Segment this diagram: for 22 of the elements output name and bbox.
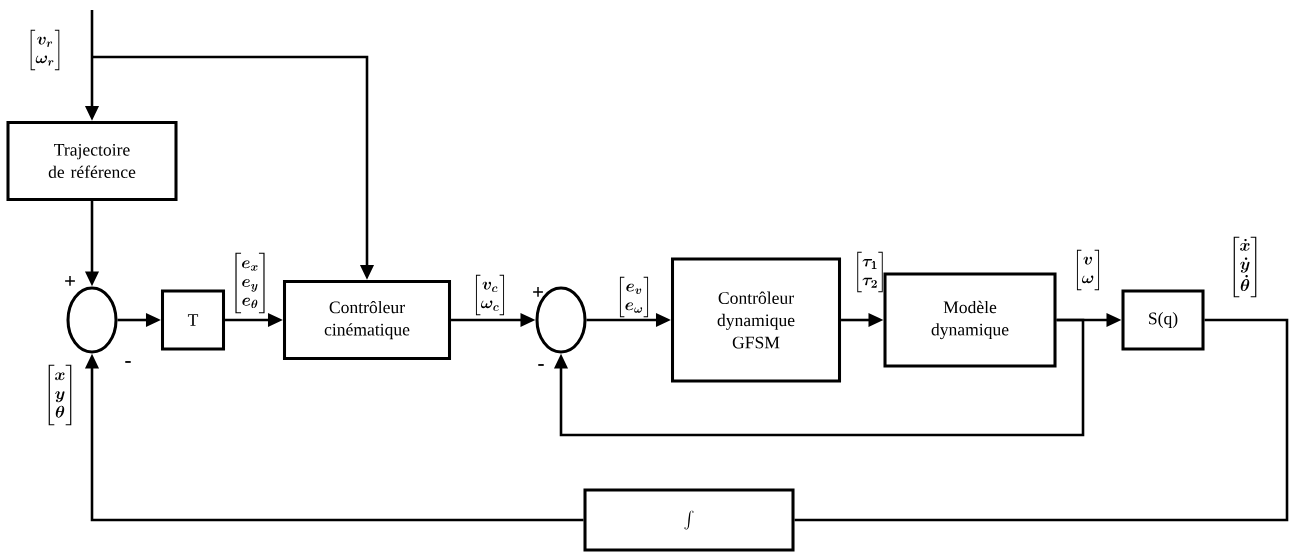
block-box: T xyxy=(160,289,226,351)
block-box: Contrôleur cinématique xyxy=(283,279,452,361)
summing-junction xyxy=(535,286,587,354)
block-box: $\int$ xyxy=(583,488,795,552)
arrow xyxy=(553,318,1085,437)
block-box: Contrôleur dynamique GFSM xyxy=(671,257,842,383)
block-box: S(q) xyxy=(1121,289,1205,351)
sign-label: - xyxy=(538,364,544,366)
signal-label: $\begin{bmatrix}\boldsymbol{v_r}\\ \boldsymbol{\omega_r}\end{bmatrix}$ xyxy=(30,29,60,71)
signal-label: $\begin{bmatrix}\boldsymbol{x}\\ \boldsymbol{y}\\ \boldsymbol{\theta}\end{bmatrix}$ xyxy=(48,364,72,426)
signal-label: $\begin{bmatrix}\boldsymbol{e_v}\\ \boldsymbol{e_\omega}\end{bmatrix}$ xyxy=(619,276,649,318)
signal-label: $\begin{bmatrix}\boldsymbol{\dot{x}}\\ \boldsymbol{\dot{y}}\\ \boldsymbol{\dot{\theta}}\end{bmatrix}$ xyxy=(1233,236,1257,298)
block-box: Modèle dynamique xyxy=(883,272,1057,368)
signal-label: $\begin{bmatrix}\boldsymbol{v}\\ \boldsymbol{\omega}\end{bmatrix}$ xyxy=(1076,249,1100,291)
sign-label: + xyxy=(533,287,543,297)
signal-label: $\begin{bmatrix}\boldsymbol{v_c}\\ \boldsymbol{\omega_c}\end{bmatrix}$ xyxy=(475,274,505,316)
summing-junction xyxy=(66,286,118,354)
block-box: Trajectoire de référence xyxy=(6,120,178,202)
sign-label: - xyxy=(125,361,131,363)
signal-label: $\begin{bmatrix}\boldsymbol{e_x}\\ \boldsymbol{e_y}\\ \boldsymbol{e_\theta}\end{bmatrix}$ xyxy=(235,252,265,314)
signal-label: $\begin{bmatrix}\boldsymbol{\tau_1}\\ \boldsymbol{\tau_2}\end{bmatrix}$ xyxy=(857,251,883,293)
sign-label: + xyxy=(65,276,75,286)
